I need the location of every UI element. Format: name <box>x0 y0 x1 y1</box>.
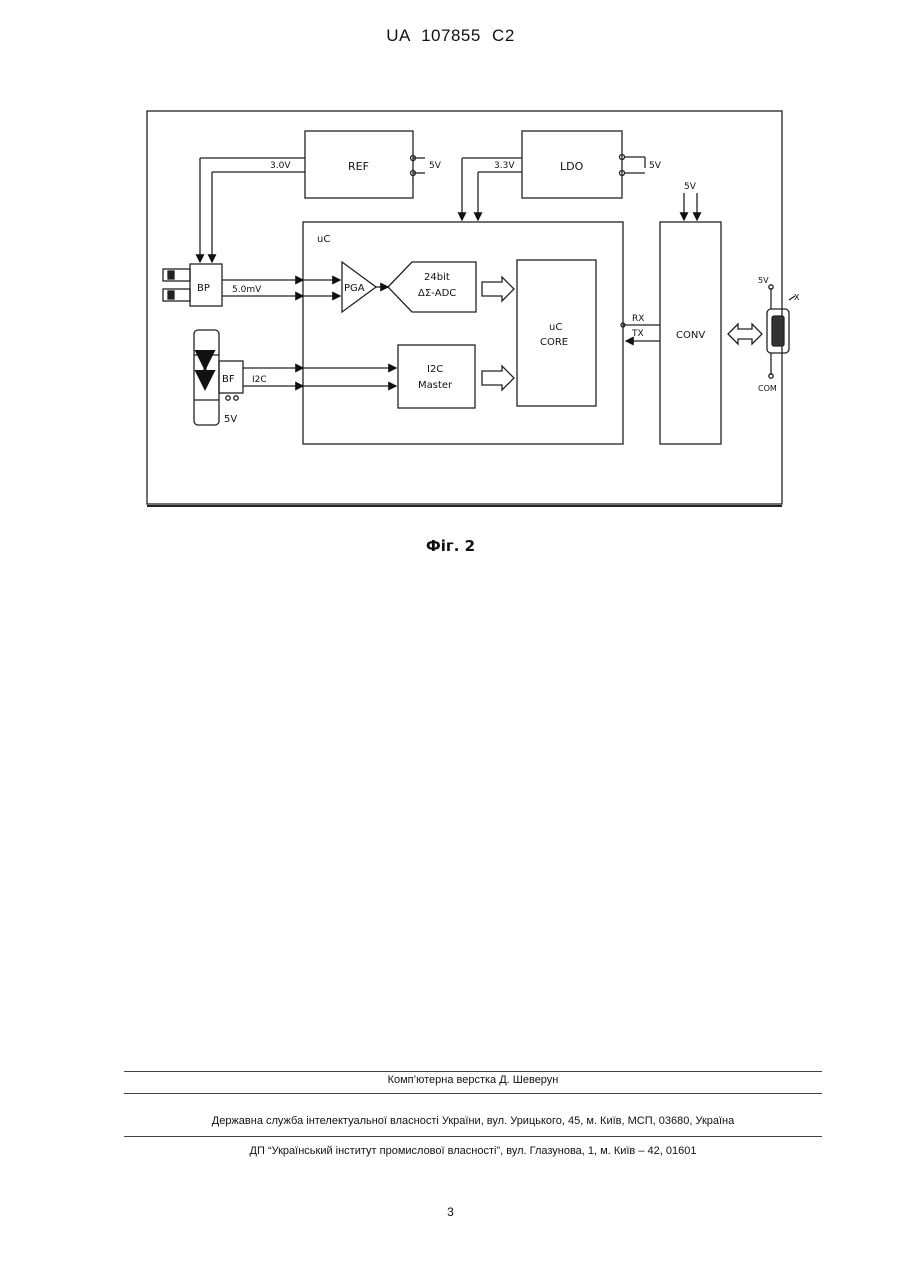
bf-signal: I2C <box>252 375 267 385</box>
conv-label: CONV <box>676 330 705 341</box>
bf-supply: 5V <box>224 414 237 425</box>
connector-5v: 5V <box>758 276 769 285</box>
connector-label: X <box>794 293 800 302</box>
bidirectional-arrow <box>728 324 762 344</box>
footer-institute: ДП “Український інститут промислової вла… <box>124 1145 822 1157</box>
ldo-voltage: 3.3V <box>494 161 515 171</box>
conv-supply: 5V <box>684 182 697 192</box>
ldo-supply: 5V <box>649 161 662 171</box>
footer-agency: Державна служба інтелектуальної власност… <box>124 1115 822 1127</box>
uc-label: uC <box>317 234 330 245</box>
footer-rule-3 <box>124 1136 822 1137</box>
ldo-label: LDO <box>560 160 584 173</box>
uc-block <box>303 222 623 444</box>
uc-core-block <box>517 260 596 406</box>
bf-label: BF <box>222 374 235 385</box>
ref-voltage: 3.0V <box>270 161 291 171</box>
core-line1: uC <box>549 322 562 333</box>
figure-caption: Фіг. 2 <box>0 537 901 555</box>
bp-label: BP <box>197 283 210 294</box>
tx-label: TX <box>631 329 644 339</box>
ref-supply: 5V <box>429 161 442 171</box>
block-diagram: REF LDO 3.0V 3.3V 5V 5V 5V uC PGA 24bit … <box>0 0 901 560</box>
rx-label: RX <box>632 314 644 324</box>
i2c-line1: I2C <box>427 364 443 375</box>
ref-label: REF <box>348 160 369 173</box>
pga-label: PGA <box>344 283 365 294</box>
footer-rule-2 <box>124 1093 822 1094</box>
footer-rule-1 <box>124 1071 822 1072</box>
adc-line2: ΔΣ-ADC <box>418 288 456 299</box>
bp-signal: 5.0mV <box>232 285 262 295</box>
adc-line1: 24bit <box>424 272 450 283</box>
core-line2: CORE <box>540 337 568 348</box>
footer-typesetter: Комп’ютерна верстка Д. Шеверун <box>124 1074 822 1086</box>
page-number: 3 <box>0 1205 901 1219</box>
adc-block <box>388 262 476 312</box>
connector-com: COM <box>758 384 777 393</box>
i2c-line2: Master <box>418 380 453 391</box>
outer-frame <box>147 111 782 504</box>
i2c-master-block <box>398 345 475 408</box>
